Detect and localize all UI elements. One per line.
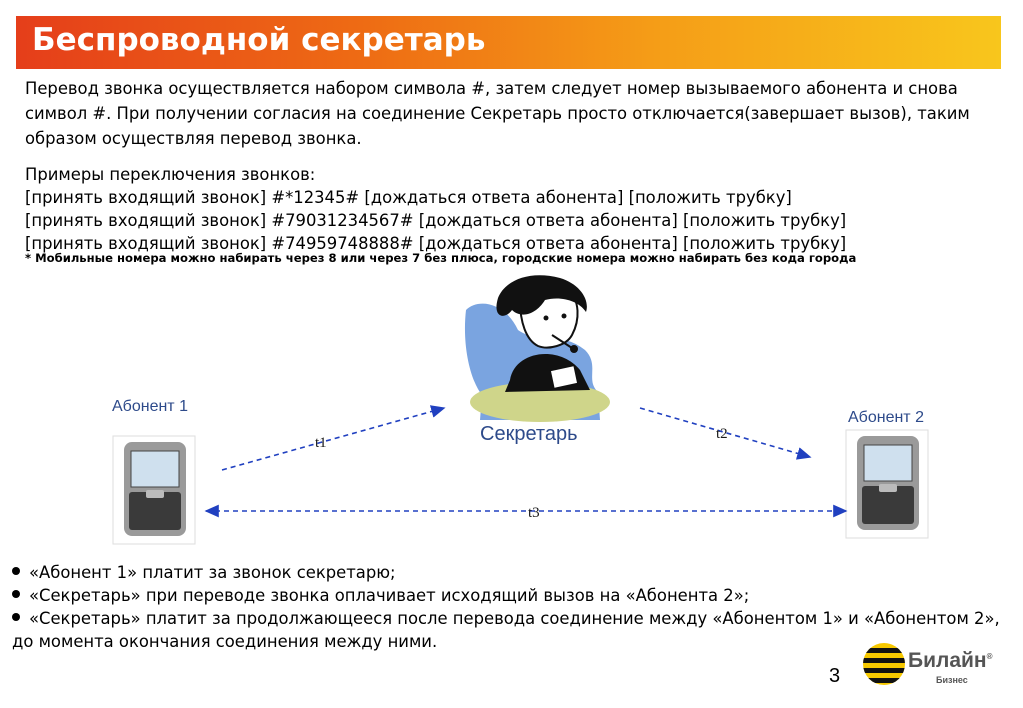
logo-name: Билайн® xyxy=(908,649,993,672)
arrow-t2 xyxy=(639,407,812,460)
beeline-logo-icon xyxy=(863,643,905,685)
phone-icon-subscriber2 xyxy=(845,429,929,539)
examples-block: Примеры переключения звонков: [принять в… xyxy=(25,163,1000,255)
examples-heading: Примеры переключения звонков: xyxy=(25,165,316,184)
bullet-dot-icon xyxy=(12,567,20,575)
subscriber2-label: Абонент 2 xyxy=(848,409,924,426)
example-line: [принять входящий звонок] #79031234567# … xyxy=(25,211,847,230)
bullet-item: «Секретарь» платит за продолжающееся пос… xyxy=(12,609,1000,651)
bullet-dot-icon xyxy=(12,590,20,598)
page-title: Беспроводной секретарь xyxy=(32,22,486,58)
footnote: * Мобильные номера можно набирать через … xyxy=(25,251,857,265)
subscriber1-label: Абонент 1 xyxy=(112,398,188,415)
t3-label: t3 xyxy=(528,505,540,521)
bullet-list: «Абонент 1» платит за звонок секретарю; … xyxy=(12,561,1002,653)
logo-subtitle: Бизнес xyxy=(936,675,968,685)
t2-label: t2 xyxy=(716,426,728,442)
call-diagram xyxy=(112,275,929,545)
bullet-dot-icon xyxy=(12,613,20,621)
page-number: 3 xyxy=(829,665,841,687)
secretary-label: Секретарь xyxy=(480,423,578,445)
example-line: [принять входящий звонок] #74959748888# … xyxy=(25,234,847,253)
bullet-item: «Абонент 1» платит за звонок секретарю; xyxy=(12,561,1002,584)
example-line: [принять входящий звонок] #*12345# [дожд… xyxy=(25,188,792,207)
arrow-t1 xyxy=(221,405,446,471)
secretary-illustration xyxy=(464,275,610,422)
title-bar: Беспроводной секретарь xyxy=(16,16,1001,69)
intro-paragraph: Перевод звонка осуществляется набором си… xyxy=(25,79,970,148)
bullet-item: «Секретарь» при переводе звонка оплачива… xyxy=(12,584,1002,607)
t1-label: t1 xyxy=(315,435,327,451)
phone-icon-subscriber1 xyxy=(112,435,196,545)
